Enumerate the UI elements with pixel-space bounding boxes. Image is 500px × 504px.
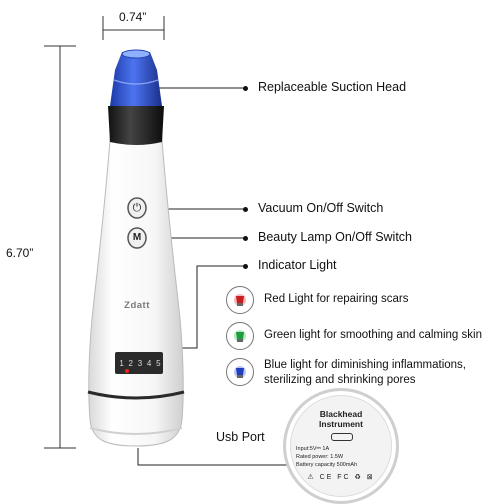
width-dimension: 0.74”	[119, 10, 147, 24]
level-numbers: 1 2 3 4 5	[117, 355, 163, 371]
usb-port-icon	[331, 433, 353, 441]
suction-head-label: Replaceable Suction Head	[258, 80, 407, 94]
vacuum-button[interactable]	[127, 197, 147, 219]
callout-dot-indicator	[243, 264, 248, 269]
lamp-switch-label: Beauty Lamp On/Off Switch	[258, 230, 413, 244]
blue-light-text: Blue light for diminishing inflammations…	[264, 359, 466, 386]
blue-light-icon	[226, 358, 254, 386]
base-bottom-view: Blackhead Instrument Input:5V⎓ 1A Rated …	[283, 388, 399, 504]
suction-head	[110, 52, 162, 106]
active-level-led	[125, 369, 129, 373]
vacuum-button-symbol: ⏻	[132, 202, 142, 214]
height-dimension: 6.70”	[6, 246, 34, 260]
level-4: 4	[146, 358, 152, 368]
callout-dot-lamp	[243, 236, 248, 241]
vacuum-switch-label: Vacuum On/Off Switch	[258, 201, 384, 215]
indicator-light-label: Indicator Light	[258, 258, 337, 272]
spec-battery: Battery capacity 500mAh	[296, 462, 358, 468]
spec-input: Input:5V⎓ 1A	[296, 446, 330, 452]
lamp-button-symbol: M	[132, 232, 142, 243]
callout-dot-suction	[243, 86, 248, 91]
green-light-text: Green light for smoothing and calming sk…	[264, 329, 482, 341]
red-light-text: Red Light for repairing scars	[264, 293, 409, 305]
base-specs: Input:5V⎓ 1A Rated power: 1.5W Battery c…	[296, 445, 386, 469]
indicator-panel	[115, 352, 163, 374]
spec-power: Rated power: 1.5W	[296, 454, 344, 460]
lamp-button[interactable]	[127, 227, 147, 249]
level-5: 5	[156, 358, 161, 368]
callout-dot-vacuum	[243, 207, 248, 212]
base-title: Blackhead Instrument	[286, 409, 396, 429]
usb-port-label: Usb Port	[216, 430, 265, 444]
green-light-icon	[226, 322, 254, 350]
brand-logo: Zdatt	[124, 300, 150, 311]
red-light-icon	[226, 286, 254, 314]
base-title-line2: Instrument	[319, 419, 363, 429]
level-3: 3	[137, 358, 143, 368]
certification-marks: ⚠ CE FC ♻ ⊠	[307, 474, 375, 481]
bottom-band	[87, 390, 185, 400]
head-ring	[108, 106, 164, 145]
base-title-line1: Blackhead	[319, 409, 363, 419]
level-2: 2	[128, 358, 133, 368]
level-1: 1	[119, 358, 124, 368]
